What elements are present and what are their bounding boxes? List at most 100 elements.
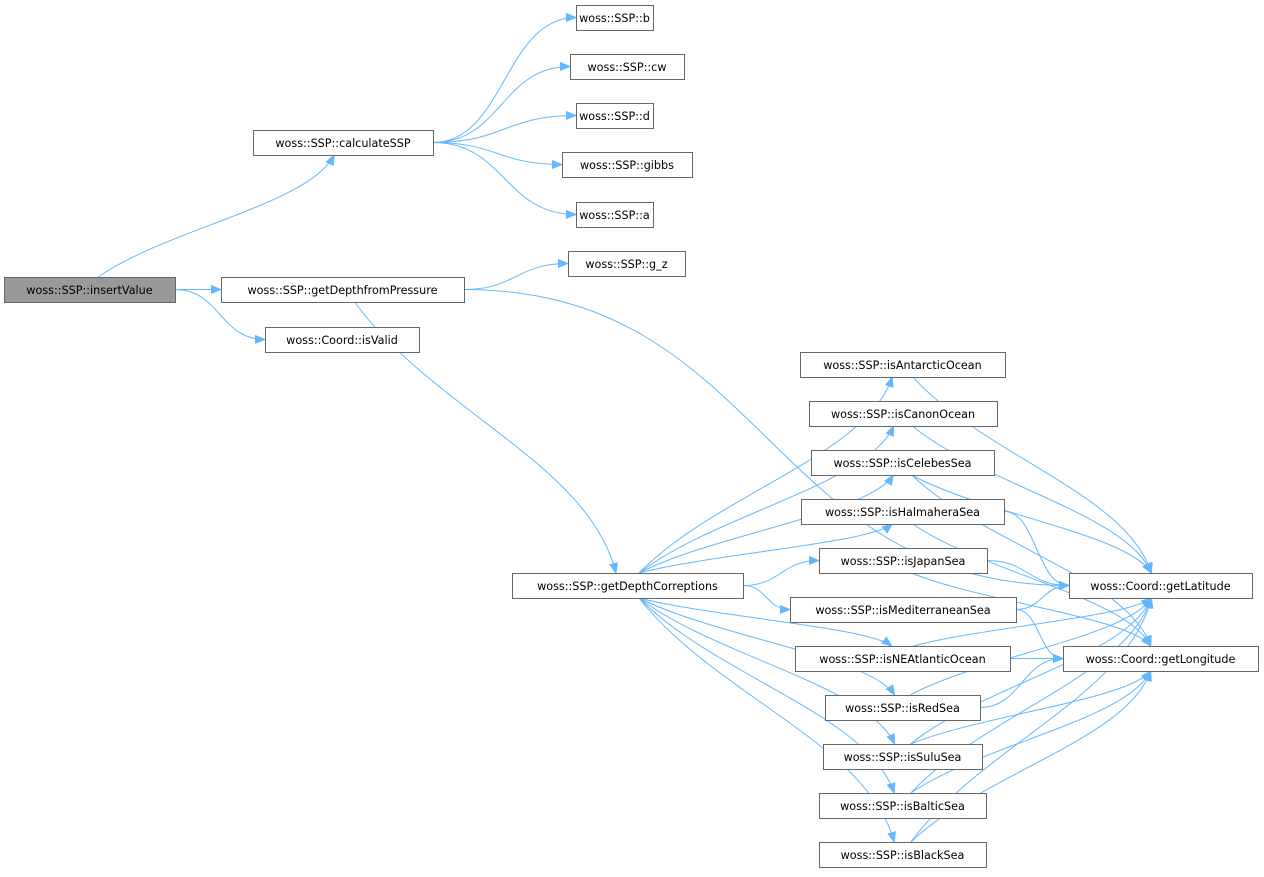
node-box: [801, 499, 1005, 525]
edge-getDepthCorreptions-to-isJapanSea: [742, 561, 819, 586]
node-box: [4, 277, 176, 303]
edge-isJapanSea-to-getLatitude: [986, 560, 1069, 586]
node-label: woss::SSP::isHalmaheraSea: [825, 506, 980, 519]
node-b[interactable]: woss::SSP::b: [576, 5, 654, 31]
node-label: woss::SSP::isBalticSea: [840, 800, 965, 813]
node-insertValue[interactable]: woss::SSP::insertValue: [4, 277, 176, 303]
edge-calculateSSP-to-a: [432, 142, 576, 215]
edge-insertValue-to-calculateSSP: [97, 155, 334, 278]
node-label: woss::SSP::isRedSea: [845, 702, 960, 715]
edge-calculateSSP-to-gibbs: [432, 142, 562, 165]
node-box: [576, 103, 654, 129]
edge-isHalmaheraSea-to-getLongitude: [912, 523, 1151, 646]
node-label: woss::SSP::isSuluSea: [844, 751, 962, 764]
node-isValid[interactable]: woss::Coord::isValid: [265, 327, 420, 353]
edge-getDepthCorreptions-to-isRedSea: [638, 597, 895, 695]
edge-getDepthfromPressure-to-getLatitude: [463, 289, 1069, 586]
node-box: [221, 277, 465, 303]
node-label: woss::SSP::isNEAtlanticOcean: [819, 653, 985, 666]
node-box: [790, 597, 1017, 623]
node-label: woss::Coord::getLatitude: [1090, 580, 1230, 593]
node-isBlackSea[interactable]: woss::SSP::isBlackSea: [819, 842, 987, 868]
edge-getDepthCorreptions-to-isNEAtlanticOcean: [638, 597, 892, 646]
node-box: [819, 548, 988, 574]
node-isMediterraneanSea[interactable]: woss::SSP::isMediterraneanSea: [790, 597, 1017, 623]
edge-isMediterraneanSea-to-getLatitude: [1015, 586, 1069, 610]
node-label: woss::SSP::isAntarcticOcean: [823, 359, 982, 372]
node-box: [811, 450, 995, 476]
node-box: [1063, 646, 1259, 672]
node-box: [823, 744, 983, 770]
node-box: [819, 842, 987, 868]
node-isRedSea[interactable]: woss::SSP::isRedSea: [825, 695, 981, 721]
node-label: woss::Coord::isValid: [286, 334, 398, 347]
node-getLongitude[interactable]: woss::Coord::getLongitude: [1063, 646, 1259, 672]
node-cw[interactable]: woss::SSP::cw: [570, 54, 685, 80]
edge-isMediterraneanSea-to-getLongitude: [1015, 609, 1064, 659]
node-gibbs[interactable]: woss::SSP::gibbs: [562, 152, 693, 178]
node-box: [253, 130, 434, 156]
edge-isBalticSea-to-getLongitude: [910, 671, 1151, 794]
node-label: woss::SSP::isBlackSea: [841, 849, 965, 862]
node-getDepthfromPressure[interactable]: woss::SSP::getDepthfromPressure: [221, 277, 465, 303]
node-label: woss::SSP::getDepthCorreptions: [537, 580, 718, 593]
edge-getDepthCorreptions-to-isSuluSea: [638, 597, 895, 744]
edge-isRedSea-to-getLatitude: [910, 598, 1151, 696]
edge-isCelebesSea-to-getLatitude: [911, 474, 1152, 573]
node-label: woss::SSP::isCanonOcean: [831, 408, 975, 421]
node-label: woss::SSP::b: [579, 12, 650, 25]
node-box: [825, 695, 981, 721]
edge-isNEAtlanticOcean-to-getLatitude: [913, 598, 1151, 647]
node-label: woss::SSP::cw: [588, 61, 667, 74]
node-label: woss::SSP::insertValue: [26, 284, 152, 297]
edge-getDepthCorreptions-to-isMediterraneanSea: [742, 585, 790, 610]
node-isBalticSea[interactable]: woss::SSP::isBalticSea: [819, 793, 987, 819]
edge-isSuluSea-to-getLongitude: [910, 671, 1150, 745]
node-label: woss::Coord::getLongitude: [1086, 653, 1236, 666]
edge-getDepthCorreptions-to-isCelebesSea: [638, 475, 893, 574]
node-label: woss::SSP::gibbs: [580, 159, 674, 172]
node-label: woss::SSP::isJapanSea: [841, 555, 966, 568]
node-isHalmaheraSea[interactable]: woss::SSP::isHalmaheraSea: [801, 499, 1005, 525]
node-getDepthCorreptions[interactable]: woss::SSP::getDepthCorreptions: [512, 573, 744, 599]
node-isSuluSea[interactable]: woss::SSP::isSuluSea: [823, 744, 983, 770]
node-label: woss::SSP::g_z: [585, 258, 667, 271]
node-isCelebesSea[interactable]: woss::SSP::isCelebesSea: [811, 450, 995, 476]
node-d[interactable]: woss::SSP::d: [576, 103, 654, 129]
edge-isCanonOcean-to-getLatitude: [912, 425, 1151, 573]
edge-calculateSSP-to-b: [432, 18, 576, 143]
edge-calculateSSP-to-d: [432, 116, 576, 143]
node-isAntarcticOcean[interactable]: woss::SSP::isAntarcticOcean: [800, 352, 1006, 378]
node-box: [570, 54, 685, 80]
node-calculateSSP[interactable]: woss::SSP::calculateSSP: [253, 130, 434, 156]
node-label: woss::SSP::calculateSSP: [275, 137, 410, 150]
edges-layer: [97, 18, 1152, 843]
node-label: woss::SSP::d: [579, 110, 650, 123]
node-label: woss::SSP::a: [579, 209, 650, 222]
edge-getDepthfromPressure-to-g_z: [463, 264, 568, 290]
node-isNEAtlanticOcean[interactable]: woss::SSP::isNEAtlanticOcean: [795, 646, 1011, 672]
node-box: [576, 202, 654, 228]
node-getLatitude[interactable]: woss::Coord::getLatitude: [1069, 573, 1253, 599]
node-box: [819, 793, 987, 819]
node-label: woss::SSP::isMediterraneanSea: [815, 604, 990, 617]
node-box: [1069, 573, 1253, 599]
edge-getDepthCorreptions-to-isCanonOcean: [638, 426, 894, 574]
edge-insertValue-to-isValid: [174, 289, 265, 340]
node-isJapanSea[interactable]: woss::SSP::isJapanSea: [819, 548, 988, 574]
node-label: woss::SSP::getDepthfromPressure: [248, 284, 438, 297]
edge-isHalmaheraSea-to-getLatitude: [1003, 511, 1069, 586]
node-a[interactable]: woss::SSP::a: [576, 202, 654, 228]
node-box: [800, 352, 1006, 378]
node-g_z[interactable]: woss::SSP::g_z: [568, 251, 686, 277]
node-isCanonOcean[interactable]: woss::SSP::isCanonOcean: [809, 401, 998, 427]
edge-getDepthCorreptions-to-isHalmaheraSea: [638, 524, 892, 574]
node-box: [568, 251, 686, 277]
node-box: [795, 646, 1011, 672]
node-box: [809, 401, 998, 427]
node-box: [576, 5, 654, 31]
node-box: [512, 573, 744, 599]
edge-isJapanSea-to-getLongitude: [911, 572, 1150, 646]
nodes-layer: woss::SSP::insertValue woss::SSP::calcula…: [4, 5, 1259, 868]
